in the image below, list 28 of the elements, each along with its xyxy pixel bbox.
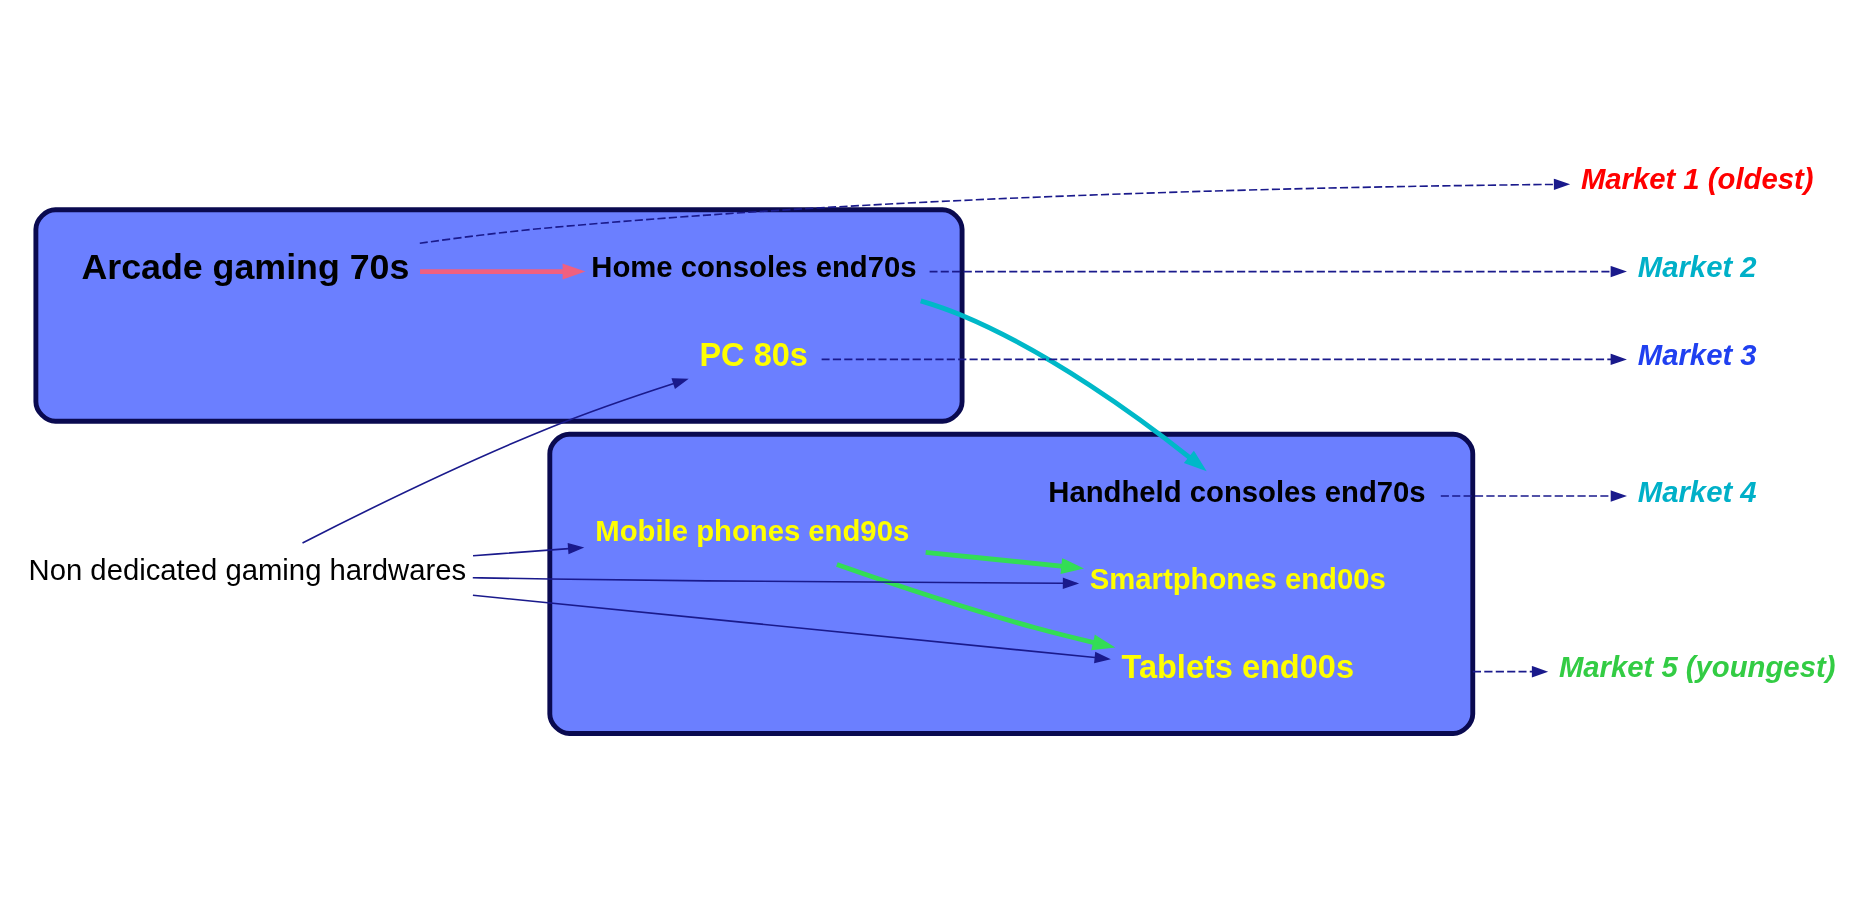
arrow: [1471, 666, 1549, 678]
arrow: [820, 353, 1627, 366]
arrow: [836, 562, 1116, 651]
arrow: [472, 594, 1111, 664]
cluster: [33, 207, 965, 424]
cluster: [547, 431, 1476, 736]
node-text: Tablets end00s: [1121, 649, 1354, 686]
node-text: Mobile phones end90s: [595, 514, 910, 547]
node-text: Non dedicated gaming hardwares: [28, 553, 467, 586]
arrow: [920, 298, 1207, 472]
arrow: [928, 265, 1627, 278]
arrow: [471, 576, 1080, 589]
arrow: [925, 549, 1085, 575]
node-text: Market 1 (oldest): [1580, 163, 1814, 196]
arrow: [472, 543, 585, 557]
arrow: [420, 263, 586, 280]
node-text: Home consoles end70s: [591, 251, 917, 284]
node-text: Market 4: [1637, 475, 1757, 508]
node-text: Market 5 (youngest): [1558, 651, 1836, 684]
node-text: Smartphones end00s: [1089, 563, 1386, 596]
arrow: [1440, 490, 1627, 502]
node-text: Market 2: [1637, 251, 1757, 284]
node-text: Arcade gaming 70s: [81, 247, 410, 288]
node-text: Market 3: [1637, 338, 1757, 371]
arrow: [301, 378, 689, 544]
node-text: Handheld consoles end70s: [1048, 475, 1426, 508]
node-text: PC 80s: [699, 336, 808, 373]
arrow: [419, 178, 1571, 245]
